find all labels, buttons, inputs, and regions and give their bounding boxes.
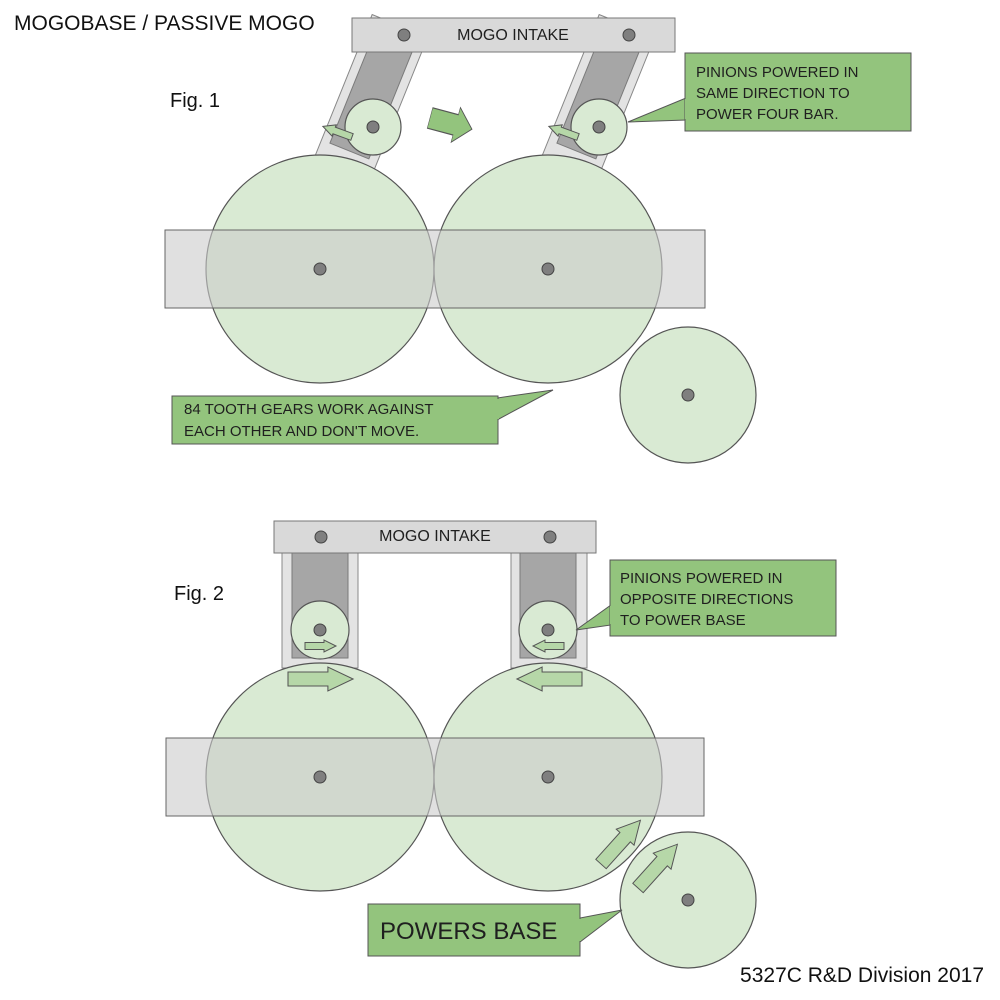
intake-label: MOGO INTAKE (457, 27, 569, 44)
axle-icon (314, 530, 328, 544)
axle-icon (543, 530, 557, 544)
axle-icon (592, 120, 606, 134)
callout-line: PINIONS POWERED IN (696, 64, 859, 81)
axle-icon (541, 262, 555, 276)
axle-icon (681, 893, 695, 907)
intake-label: MOGO INTAKE (379, 528, 491, 545)
figure-2: MOGO INTAKE PINIONS POWERED IN (165, 520, 837, 969)
callout-line: POWER FOUR BAR. (696, 106, 839, 123)
axle-icon (541, 770, 555, 784)
callout-line: SAME DIRECTION TO (696, 85, 850, 102)
footer-credit: 5327C R&D Division 2017 (740, 964, 984, 987)
axle-icon (622, 28, 636, 42)
figure-2-label: Fig. 2 (174, 583, 225, 605)
callout-pinions-opposite-directions: PINIONS POWERED IN OPPOSITE DIRECTIONS T… (575, 559, 837, 637)
callout-gears-dont-move: 84 TOOTH GEARS WORK AGAINST EACH OTHER A… (171, 389, 554, 445)
axle-icon (366, 120, 380, 134)
axle-icon (681, 388, 695, 402)
figure-1-label: Fig. 1 (170, 90, 221, 112)
page-title: MOGOBASE / PASSIVE MOGO (14, 12, 315, 35)
figure-1: MOGO INTAKE PINIONS POWERED IN SAME DIRE… (164, 13, 912, 464)
axle-icon (397, 28, 411, 42)
callout-line: POWERS BASE (380, 918, 557, 945)
drive-bar (165, 737, 705, 817)
callout-pinions-same-direction: PINIONS POWERED IN SAME DIRECTION TO POW… (627, 52, 912, 132)
callout-line: 84 TOOTH GEARS WORK AGAINST (184, 401, 434, 418)
motion-arrow-icon (424, 99, 478, 148)
axle-icon (313, 262, 327, 276)
callout-line: TO POWER BASE (620, 612, 746, 629)
axle-icon (313, 623, 327, 637)
axle-icon (541, 623, 555, 637)
callout-line: EACH OTHER AND DON'T MOVE. (184, 423, 419, 440)
drive-bar (164, 229, 706, 309)
callout-line: PINIONS POWERED IN (620, 570, 783, 587)
axle-icon (313, 770, 327, 784)
intake-bar (273, 520, 597, 554)
callout-powers-base: POWERS BASE (367, 903, 623, 957)
callout-line: OPPOSITE DIRECTIONS (620, 591, 793, 608)
